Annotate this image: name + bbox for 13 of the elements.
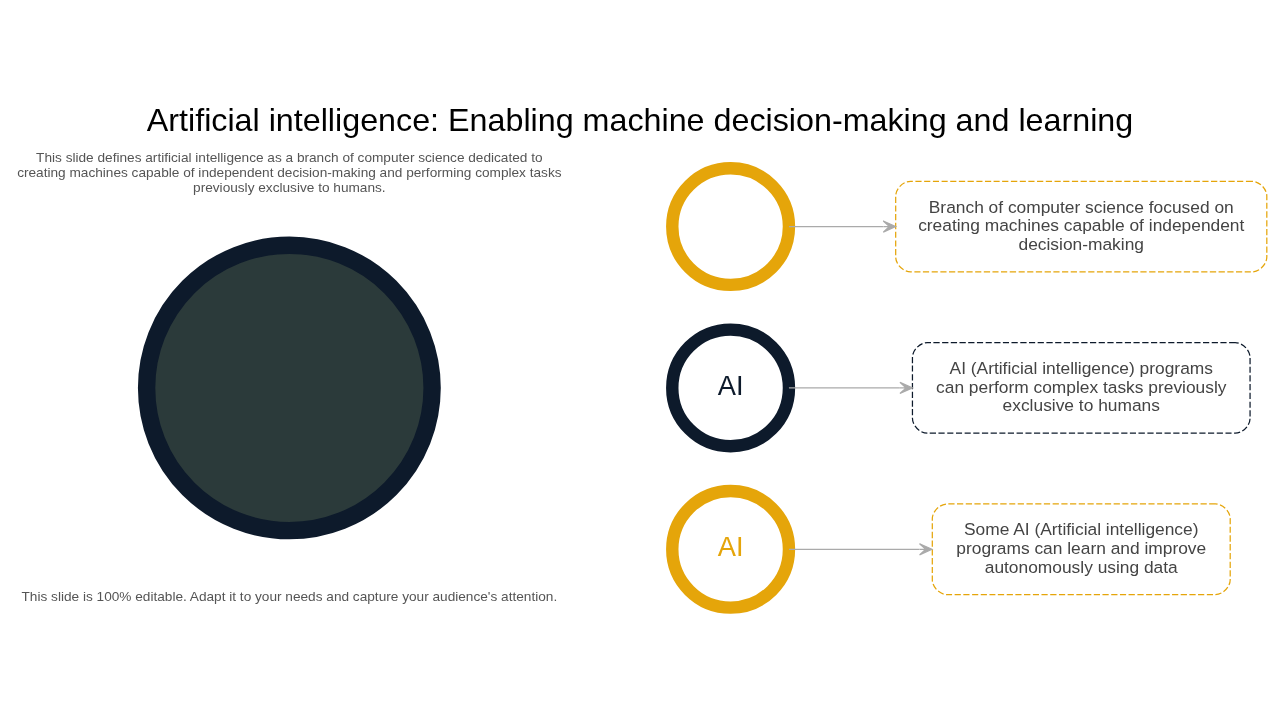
diagram-title: Artificial intelligence: Enabling machine decision-making and learning — [146, 101, 1134, 138]
node-circle: AI — [666, 484, 796, 614]
arrow — [788, 220, 897, 233]
node-circle — [137, 236, 441, 540]
node-box: Branch of computer science focused on creating machines capable of independent decision-making — [895, 180, 1268, 273]
node-box: Some AI (Artificial intelligence) programs can learn and improve autonomously using data — [931, 503, 1231, 596]
node-circle: AI — [666, 323, 796, 453]
node-box: AI (Artificial intelligence) programs can perform complex tasks previously exclusive to humans — [911, 342, 1251, 434]
label: This slide is 100% editable. Adapt it to your needs and capture your audience's attention. — [21, 589, 558, 605]
label: This slide defines artificial intelligence as a branch of computer science dedicated to creating machines capable of independent decision-making and performing complex tasks previously exclusive to humans. — [17, 149, 562, 195]
arrow — [788, 543, 933, 556]
node-circle — [666, 162, 796, 292]
arrow — [788, 381, 913, 395]
